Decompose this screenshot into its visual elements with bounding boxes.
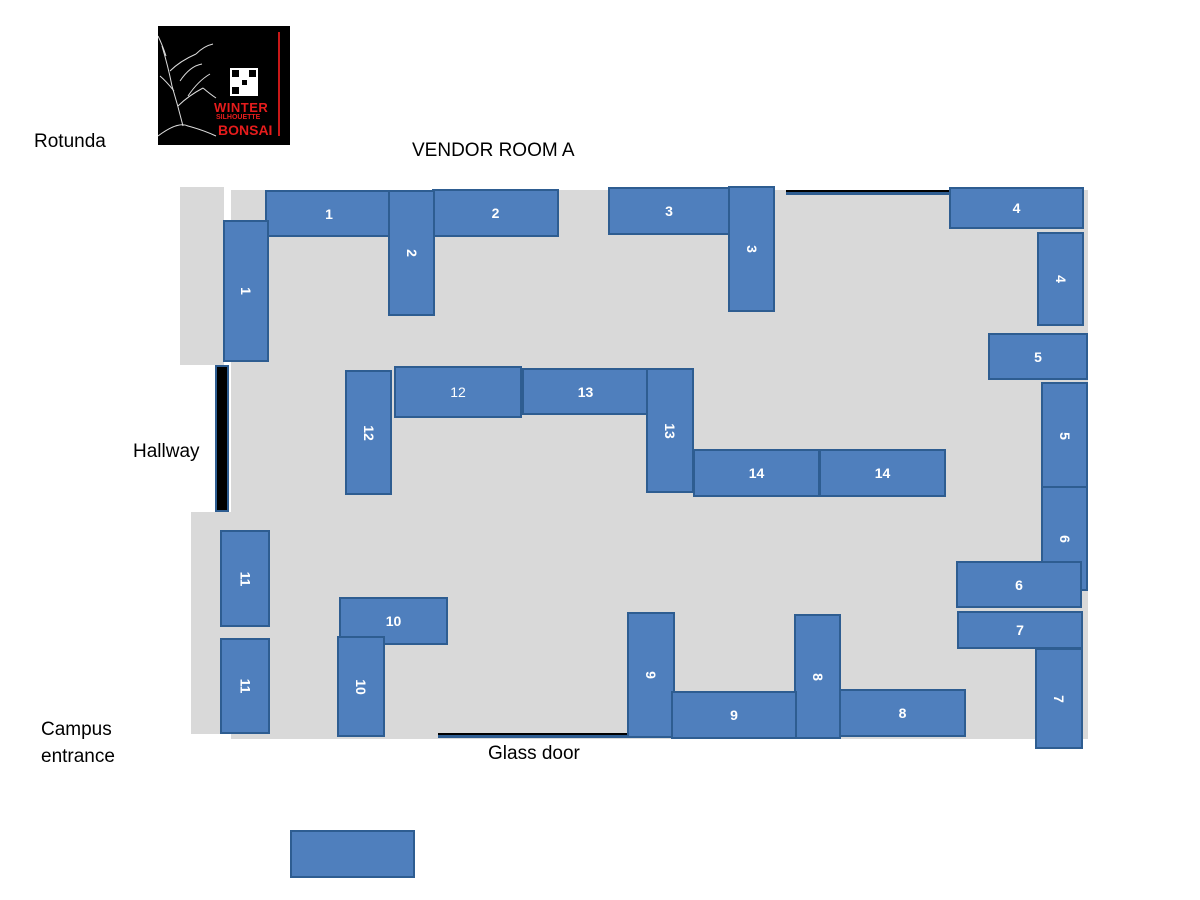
vendor-table-4-horizontal[interactable]: 4 bbox=[949, 187, 1084, 229]
winter-silhouette-bonsai-logo: WINTER SILHOUETTE BONSAI bbox=[158, 26, 290, 145]
logo-side-text bbox=[274, 32, 284, 136]
table-label: 3 bbox=[743, 245, 760, 253]
vendor-table-9-vertical[interactable]: 9 bbox=[627, 612, 675, 738]
vendor-table-7-vertical[interactable]: 7 bbox=[1035, 648, 1083, 749]
vendor-table-3-vertical[interactable]: 3 bbox=[728, 186, 775, 312]
table-label: 8 bbox=[809, 672, 826, 681]
table-label: 11 bbox=[237, 571, 253, 586]
table-label: 3 bbox=[665, 203, 673, 219]
campus-entrance-label-line2: entrance bbox=[41, 746, 115, 767]
qr-code-icon bbox=[230, 68, 258, 96]
table-label: 4 bbox=[1052, 275, 1069, 283]
vendor-table-8-horizontal[interactable]: 8 bbox=[839, 689, 966, 737]
table-size-key bbox=[290, 830, 415, 878]
table-label: 2 bbox=[403, 249, 420, 257]
vendor-table-13-horizontal[interactable]: 13 bbox=[522, 368, 649, 415]
vendor-table-1-horizontal[interactable]: 1 bbox=[265, 190, 393, 237]
table-label: 13 bbox=[577, 383, 594, 400]
vendor-table-12-vertical[interactable]: 12 bbox=[345, 370, 392, 495]
vendor-room-title: VENDOR ROOM A bbox=[412, 140, 575, 161]
table-label: 10 bbox=[385, 613, 402, 629]
vendor-table-7-horizontal[interactable]: 7 bbox=[957, 611, 1083, 649]
glass-door-label: Glass door bbox=[488, 743, 580, 764]
table-label: 14 bbox=[874, 465, 891, 481]
table-label: 1 bbox=[325, 205, 333, 222]
vendor-table-5-horizontal[interactable]: 5 bbox=[988, 333, 1088, 380]
glass-door bbox=[438, 733, 632, 738]
table-label: 12 bbox=[450, 384, 466, 400]
floor-left-upper bbox=[180, 187, 224, 365]
vendor-table-9-horizontal[interactable]: 9 bbox=[671, 691, 797, 739]
vendor-table-3-horizontal[interactable]: 3 bbox=[608, 187, 730, 235]
vendor-table-10-vertical[interactable]: 10 bbox=[337, 636, 385, 737]
vendor-table-13-vertical[interactable]: 13 bbox=[646, 368, 694, 493]
rotunda-label: Rotunda bbox=[34, 131, 106, 152]
table-label: 6 bbox=[1015, 576, 1023, 593]
vendor-table-8-vertical[interactable]: 8 bbox=[794, 614, 841, 739]
table-label: 9 bbox=[730, 707, 738, 723]
vendor-table-2-vertical[interactable]: 2 bbox=[388, 190, 435, 316]
logo-text-silhouette: SILHOUETTE bbox=[216, 114, 261, 121]
table-label: 2 bbox=[491, 205, 500, 221]
vendor-table-5-vertical[interactable]: 5 bbox=[1041, 382, 1088, 489]
vendor-table-14-right[interactable]: 14 bbox=[819, 449, 946, 497]
hallway-label: Hallway bbox=[133, 441, 200, 462]
vendor-table-4-vertical[interactable]: 4 bbox=[1037, 232, 1084, 326]
table-label: 13 bbox=[661, 422, 678, 439]
vendor-table-14-left[interactable]: 14 bbox=[693, 449, 820, 497]
table-label: 11 bbox=[237, 678, 253, 694]
logo-text-winter: WINTER bbox=[214, 100, 269, 115]
table-label: 14 bbox=[748, 465, 765, 481]
vendor-table-12-horizontal[interactable]: 12 bbox=[394, 366, 522, 418]
table-label: 4 bbox=[1012, 200, 1021, 216]
table-label: 7 bbox=[1016, 622, 1024, 638]
vendor-table-1-vertical[interactable]: 1 bbox=[223, 220, 269, 362]
bonsai-tree-icon bbox=[158, 35, 217, 137]
table-label: 5 bbox=[1056, 431, 1073, 440]
table-label: 6 bbox=[1056, 534, 1073, 543]
table-label: 9 bbox=[642, 671, 659, 679]
hallway-wall bbox=[215, 365, 229, 512]
vendor-table-2-horizontal[interactable]: 2 bbox=[432, 189, 559, 237]
table-label: 8 bbox=[898, 705, 907, 721]
table-label: 10 bbox=[352, 678, 369, 695]
campus-entrance-label-line1: Campus bbox=[41, 719, 112, 740]
top-door bbox=[786, 190, 950, 195]
vendor-table-6-horizontal[interactable]: 6 bbox=[956, 561, 1082, 608]
table-label: 5 bbox=[1034, 348, 1042, 365]
table-label: 12 bbox=[360, 424, 377, 441]
table-label: 1 bbox=[237, 287, 254, 295]
vendor-table-11-lower[interactable]: 11 bbox=[220, 638, 270, 734]
logo-text-bonsai: BONSAI bbox=[218, 122, 273, 138]
table-label: 7 bbox=[1050, 694, 1067, 703]
vendor-table-11-upper[interactable]: 11 bbox=[220, 530, 270, 627]
